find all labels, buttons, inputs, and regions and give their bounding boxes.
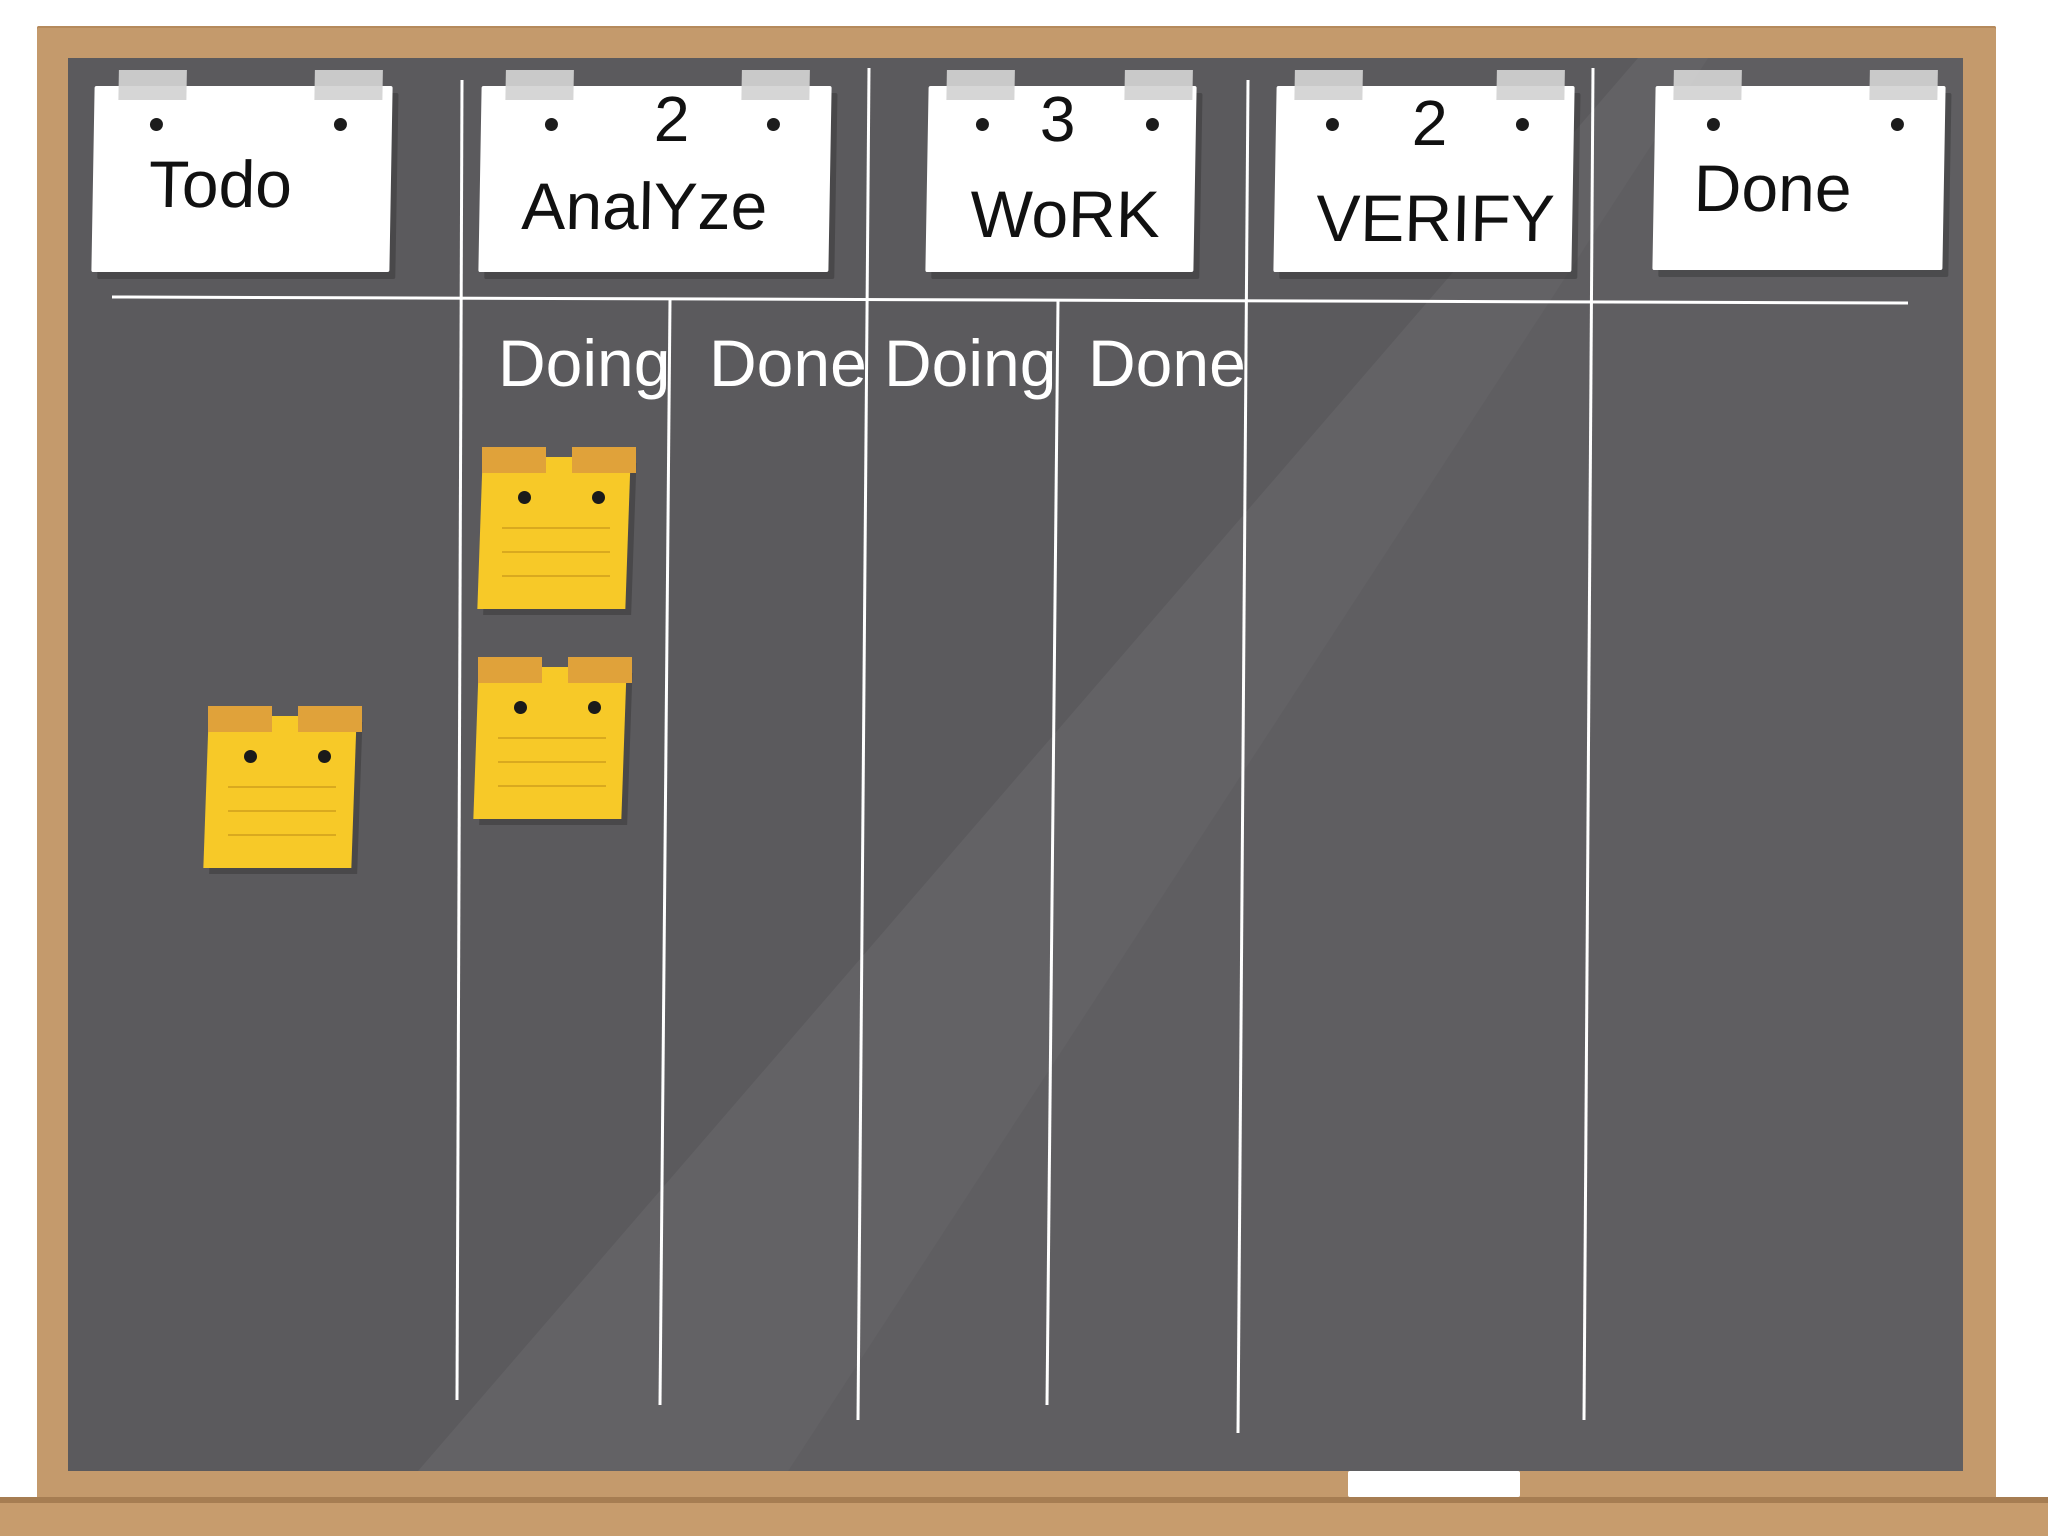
tape — [1496, 70, 1565, 100]
sticky-note-todo[interactable] — [203, 706, 362, 868]
column-header-work: 3 WoRK — [925, 70, 1197, 272]
pin-hole — [544, 118, 559, 131]
tape — [505, 70, 574, 100]
chalk-piece — [1348, 1471, 1520, 1497]
pin-hole — [588, 701, 601, 714]
scribble-line — [228, 834, 336, 836]
kanban-board — [68, 58, 1963, 1471]
wip-limit: 2 — [653, 83, 691, 155]
column-divider-line — [1582, 67, 1595, 1421]
tape — [118, 70, 187, 100]
sticky-tape — [478, 657, 542, 683]
chalk-ledge-edge — [0, 1497, 2048, 1503]
sticky-tape — [298, 706, 362, 732]
tape — [1673, 70, 1742, 100]
pin-hole — [766, 118, 781, 131]
tape — [1294, 70, 1363, 100]
scribble-line — [498, 761, 606, 763]
scribble-line — [498, 785, 606, 787]
sticky-tape — [208, 706, 272, 732]
column-divider-line — [856, 67, 871, 1421]
column-header-analyze: 2 AnalYze — [478, 70, 832, 272]
scribble-line — [228, 810, 336, 812]
subcolumn-label-work-done: Done — [1088, 326, 1246, 400]
tape — [1869, 70, 1938, 100]
subcolumn-divider-line — [1045, 299, 1060, 1406]
pin-hole — [333, 118, 348, 131]
sticky-note-analyze-doing[interactable] — [477, 447, 636, 609]
sticky-tape — [568, 657, 632, 683]
sticky-tape — [482, 447, 546, 473]
pin-hole — [975, 118, 990, 131]
sticky-note-paper — [477, 457, 631, 609]
pin-hole — [514, 701, 527, 714]
scribble-line — [228, 786, 336, 788]
tape — [1124, 70, 1193, 100]
column-title: Done — [1693, 151, 1853, 225]
tape — [946, 70, 1015, 100]
column-title: Todo — [148, 147, 293, 221]
pin-hole — [244, 750, 257, 763]
subcolumn-label-analyze-done: Done — [709, 326, 867, 400]
chalk-ledge — [0, 1497, 2048, 1536]
sticky-note-paper — [203, 716, 357, 868]
subcolumn-label-analyze-doing: Doing — [498, 326, 671, 400]
pin-hole — [318, 750, 331, 763]
pin-hole — [1515, 118, 1530, 131]
pin-hole — [592, 491, 605, 504]
pin-hole — [518, 491, 531, 504]
column-header-todo: Todo — [91, 70, 393, 272]
pin-hole — [1145, 118, 1160, 131]
column-title: AnalYze — [520, 169, 769, 243]
tape — [314, 70, 383, 100]
scribble-line — [502, 575, 610, 577]
column-header-done: Done — [1652, 70, 1946, 270]
header-divider-line — [111, 295, 1909, 305]
pin-hole — [1890, 118, 1905, 131]
column-divider-line — [1236, 79, 1250, 1434]
pin-hole — [1706, 118, 1721, 131]
wip-limit: 2 — [1411, 87, 1449, 159]
column-divider-line — [455, 79, 464, 1401]
subcolumn-label-work-doing: Doing — [884, 326, 1057, 400]
scribble-line — [502, 551, 610, 553]
pin-hole — [1325, 118, 1340, 131]
sticky-tape — [572, 447, 636, 473]
sticky-note-analyze-doing[interactable] — [473, 657, 632, 819]
column-header-verify: 2 VERIFY — [1273, 70, 1575, 272]
scribble-line — [502, 527, 610, 529]
scribble-line — [498, 737, 606, 739]
wip-limit: 3 — [1039, 83, 1077, 155]
board-glare — [418, 58, 1963, 1471]
subcolumn-divider-line — [658, 299, 672, 1406]
pin-hole — [149, 118, 164, 131]
column-title: WoRK — [969, 177, 1161, 251]
sticky-note-paper — [473, 667, 627, 819]
tape — [741, 70, 810, 100]
column-title: VERIFY — [1315, 181, 1556, 255]
